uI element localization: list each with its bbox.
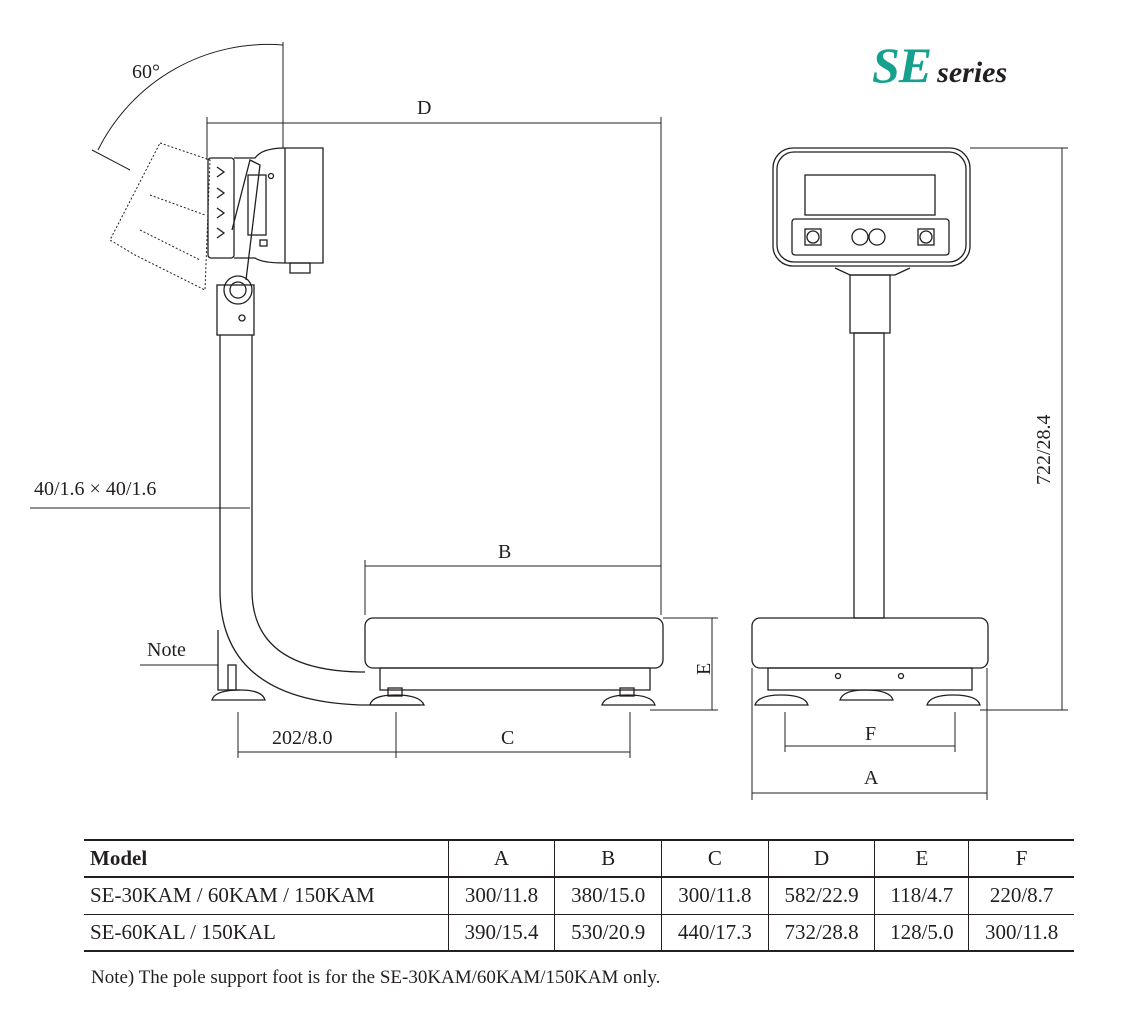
col-header-model: Model bbox=[84, 840, 449, 877]
table-row: SE-30KAM / 60KAM / 150KAM 300/11.8 380/1… bbox=[84, 877, 1074, 914]
dim-e-label: E bbox=[693, 662, 715, 675]
cell-f: 300/11.8 bbox=[984, 919, 1059, 944]
col-header-a: A bbox=[448, 840, 556, 877]
cell-c: 300/11.8 bbox=[661, 877, 769, 914]
dim-c-label: C bbox=[501, 727, 515, 749]
cell-d: 732/28.8 bbox=[768, 914, 876, 951]
pole-section-label: 40/1.6 × 40/1.6 bbox=[34, 478, 157, 500]
cell-b: 530/20.9 bbox=[554, 914, 663, 951]
col-header-b: B bbox=[554, 840, 663, 877]
logo-se: SE bbox=[872, 37, 932, 93]
dimension-drawing bbox=[30, 42, 1068, 800]
side-view bbox=[30, 42, 718, 758]
dimension-table: Model A B C D E F SE-30KAM / 60KAM / 150… bbox=[84, 839, 1074, 952]
cell-b: 380/15.0 bbox=[554, 877, 663, 914]
front-view bbox=[751, 147, 1068, 800]
note-label: Note bbox=[147, 639, 186, 661]
dim-f-label: F bbox=[865, 723, 877, 745]
support-offset-label: 202/8.0 bbox=[272, 727, 333, 749]
cell-e: 118/4.7 bbox=[874, 877, 970, 914]
col-header-e: E bbox=[874, 840, 970, 877]
table-header-row: Model A B C D E F bbox=[84, 840, 1074, 877]
cell-f: 220/8.7 bbox=[989, 883, 1054, 908]
table-row: SE-60KAL / 150KAL 390/15.4 530/20.9 440/… bbox=[84, 914, 1074, 951]
col-header-f: F bbox=[1015, 846, 1028, 870]
logo-series: series bbox=[937, 56, 1008, 89]
footnote: Note) The pole support foot is for the S… bbox=[91, 967, 661, 988]
cell-model: SE-60KAL / 150KAL bbox=[84, 914, 449, 951]
height-label: 722/28.4 bbox=[1033, 414, 1055, 485]
col-header-d: D bbox=[768, 840, 876, 877]
cell-e: 128/5.0 bbox=[874, 914, 970, 951]
tilt-angle-label: 60° bbox=[132, 61, 160, 83]
cell-d: 582/22.9 bbox=[768, 877, 876, 914]
col-header-c: C bbox=[661, 840, 769, 877]
cell-model: SE-30KAM / 60KAM / 150KAM bbox=[84, 877, 449, 914]
dim-a-label: A bbox=[864, 767, 879, 789]
dim-d-label: D bbox=[417, 97, 432, 119]
dim-b-label: B bbox=[498, 541, 512, 563]
cell-a: 390/15.4 bbox=[448, 914, 556, 951]
cell-a: 300/11.8 bbox=[448, 877, 556, 914]
cell-c: 440/17.3 bbox=[661, 914, 769, 951]
